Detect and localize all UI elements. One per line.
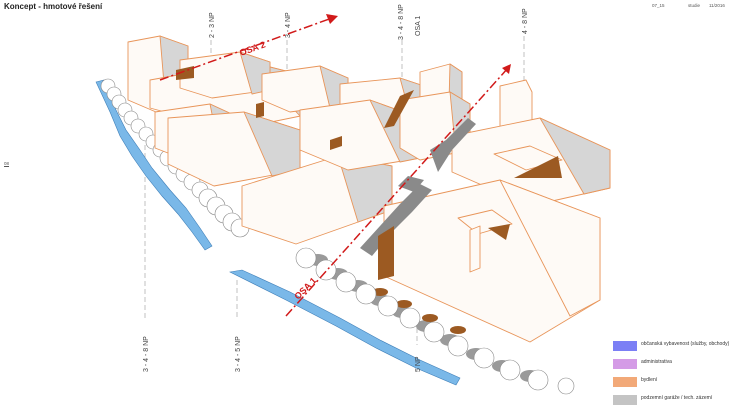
legend-item-admin: administrativa: [613, 359, 745, 373]
axis-arrowheads: [326, 14, 511, 74]
floor-label-bottom-c: 5 NP: [415, 356, 422, 372]
floor-label-top-a: 2 - 3 NP: [209, 12, 216, 38]
floor-label-top-d: 4 - 8 NP: [522, 8, 529, 34]
water-channels: [95, 79, 461, 386]
axis-label-osa2: OSA 2: [238, 39, 266, 58]
sheet-code: 07_15: [652, 3, 665, 8]
side-code: 08: [4, 161, 10, 166]
floor-label-bottom-a: 3 - 4 - 8 NP: [143, 336, 150, 372]
page-title: Koncept - hmotové řešení: [4, 2, 103, 11]
legend-label-housing: bydlení: [641, 377, 658, 383]
massing-diagram: OSA 2 OSA 1 2 - 3 NP 3 - 4 NP 3 - 4 - 8 …: [95, 4, 611, 395]
tree-row-bottom: [295, 247, 575, 395]
axis-label-osa1: OSA 1: [292, 275, 318, 301]
phase-label: studie: [688, 3, 701, 8]
legend-swatch-housing: [613, 377, 637, 387]
legend-label-civic: občanská vybavenost (služby, obchody): [641, 341, 730, 347]
legend-item-housing: bydlení: [613, 377, 745, 391]
legend-swatch-garage: [613, 395, 637, 405]
floor-label-top-c: 3 - 4 - 8 NP: [398, 4, 405, 40]
date-label: 11/2016: [709, 3, 725, 8]
floor-label-bottom-b: 3 - 4 - 5 NP: [235, 336, 242, 372]
legend-swatch-civic: [613, 341, 637, 351]
brown-accents: [176, 66, 562, 280]
legend-label-admin: administrativa: [641, 359, 672, 365]
legend-label-garage: podzemní garáže / tech. zázemí: [641, 395, 713, 401]
building-masses: [127, 35, 611, 343]
legend-item-garage: podzemní garáže / tech. zázemí: [613, 395, 745, 409]
legend-swatch-admin: [613, 359, 637, 369]
legend-item-civic: občanská vybavenost (služby, obchody): [613, 341, 745, 355]
design-axes: [159, 17, 509, 317]
axis-label-osa1-vertical: OSA 1: [415, 16, 422, 36]
floor-label-top-b: 3 - 4 NP: [285, 12, 292, 38]
legend: občanská vybavenost (služby, obchody) ad…: [613, 341, 745, 413]
